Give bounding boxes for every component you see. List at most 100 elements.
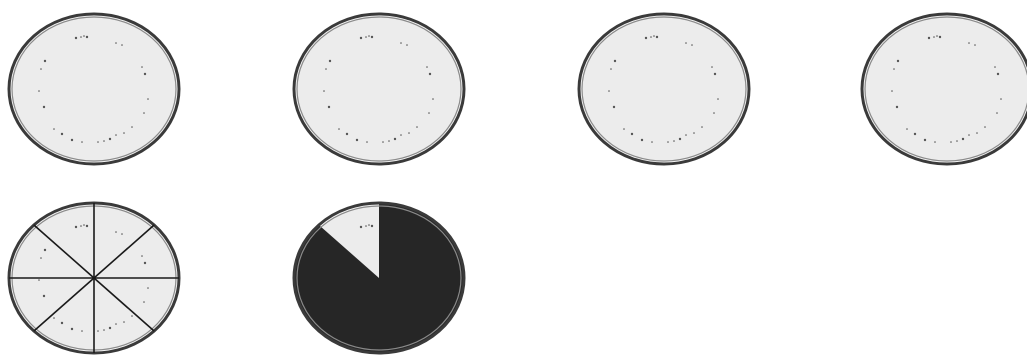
crumb-dot xyxy=(365,225,367,227)
crumb-dot xyxy=(147,98,149,100)
crumb-dot xyxy=(371,36,373,38)
crumb-dot xyxy=(984,126,986,128)
crumb-dot xyxy=(144,262,146,264)
crumb-dot xyxy=(400,134,402,136)
pie-graphic xyxy=(858,10,1027,168)
crumb-dot xyxy=(429,73,431,75)
crumb-dot xyxy=(416,126,418,128)
crumb-dot xyxy=(360,37,362,39)
crumb-dot xyxy=(914,133,916,135)
crumb-dot xyxy=(40,257,42,259)
crumb-dot xyxy=(613,106,615,108)
crumb-dot xyxy=(329,60,331,62)
crumb-dot xyxy=(956,140,958,142)
crumb-dot xyxy=(365,36,367,38)
pie-whole-3 xyxy=(575,10,753,168)
crumb-dot xyxy=(81,141,83,143)
crumb-dot xyxy=(360,226,362,228)
crumb-dot xyxy=(366,141,368,143)
crumb-dot xyxy=(962,138,964,140)
pie-graphic xyxy=(290,10,468,168)
crumb-dot xyxy=(693,132,695,134)
crumb-dot xyxy=(141,66,143,68)
crumb-dot xyxy=(426,66,428,68)
crumb-dot xyxy=(623,128,625,130)
crumb-dot xyxy=(679,138,681,140)
crumb-dot xyxy=(936,35,938,37)
crumb-dot xyxy=(650,36,652,38)
crumb-dot xyxy=(897,60,899,62)
crumb-dot xyxy=(667,141,669,143)
crumb-dot xyxy=(83,224,85,226)
crumb-dot xyxy=(428,112,430,114)
crumb-dot xyxy=(711,66,713,68)
crumb-dot xyxy=(81,330,83,332)
crumb-dot xyxy=(896,106,898,108)
crumb-dot xyxy=(53,128,55,130)
crumb-dot xyxy=(685,134,687,136)
crumb-dot xyxy=(86,225,88,227)
crumb-dot xyxy=(61,133,63,135)
crumb-dot xyxy=(121,233,123,235)
crumb-dot xyxy=(346,133,348,135)
crumb-dot xyxy=(939,36,941,38)
crumb-dot xyxy=(368,35,370,37)
crumb-dot xyxy=(86,36,88,38)
crumb-dot xyxy=(974,44,976,46)
crumb-dot xyxy=(701,126,703,128)
crumb-dot xyxy=(713,112,715,114)
crumb-dot xyxy=(996,112,998,114)
crumb-dot xyxy=(38,90,40,92)
crumb-dot xyxy=(123,132,125,134)
crumb-dot xyxy=(323,90,325,92)
crumb-dot xyxy=(371,225,373,227)
crumb-dot xyxy=(80,225,82,227)
crumb-dot xyxy=(714,73,716,75)
pie-graphic xyxy=(5,199,183,355)
crumb-dot xyxy=(893,68,895,70)
crumb-dot xyxy=(934,141,936,143)
crumb-dot xyxy=(53,317,55,319)
crumb-dot xyxy=(325,68,327,70)
crumb-dot xyxy=(115,231,117,233)
crumb-dot xyxy=(656,36,658,38)
crumb-dot xyxy=(997,73,999,75)
crumb-dot xyxy=(408,132,410,134)
crumb-dot xyxy=(950,141,952,143)
crumb-dot xyxy=(388,140,390,142)
crumb-dot xyxy=(906,128,908,130)
pie-graphic xyxy=(575,10,753,168)
crumb-dot xyxy=(356,139,358,141)
crumb-dot xyxy=(123,321,125,323)
crumb-dot xyxy=(40,68,42,70)
crumb-dot xyxy=(131,126,133,128)
crumb-dot xyxy=(432,98,434,100)
crumb-dot xyxy=(115,134,117,136)
pie-one-slice-remaining xyxy=(290,199,468,355)
crumb-dot xyxy=(614,60,616,62)
crumb-dot xyxy=(115,323,117,325)
crumb-dot xyxy=(673,140,675,142)
crumb-dot xyxy=(143,301,145,303)
crumb-dot xyxy=(121,44,123,46)
crumb-dot xyxy=(83,35,85,37)
crumb-dot xyxy=(394,138,396,140)
pie-whole-1 xyxy=(5,10,183,168)
crumb-dot xyxy=(71,139,73,141)
crumb-dot xyxy=(631,133,633,135)
crumb-dot xyxy=(131,315,133,317)
crumb-dot xyxy=(608,90,610,92)
crumb-dot xyxy=(61,322,63,324)
crumb-dot xyxy=(97,330,99,332)
crumb-dot xyxy=(109,327,111,329)
pie-graphic xyxy=(5,10,183,168)
crumb-dot xyxy=(38,279,40,281)
crumb-dot xyxy=(610,68,612,70)
crumb-dot xyxy=(968,42,970,44)
crumb-dot xyxy=(641,139,643,141)
crumb-dot xyxy=(44,60,46,62)
crumb-dot xyxy=(75,37,77,39)
crumb-dot xyxy=(103,140,105,142)
crumb-dot xyxy=(328,106,330,108)
crumb-dot xyxy=(653,35,655,37)
